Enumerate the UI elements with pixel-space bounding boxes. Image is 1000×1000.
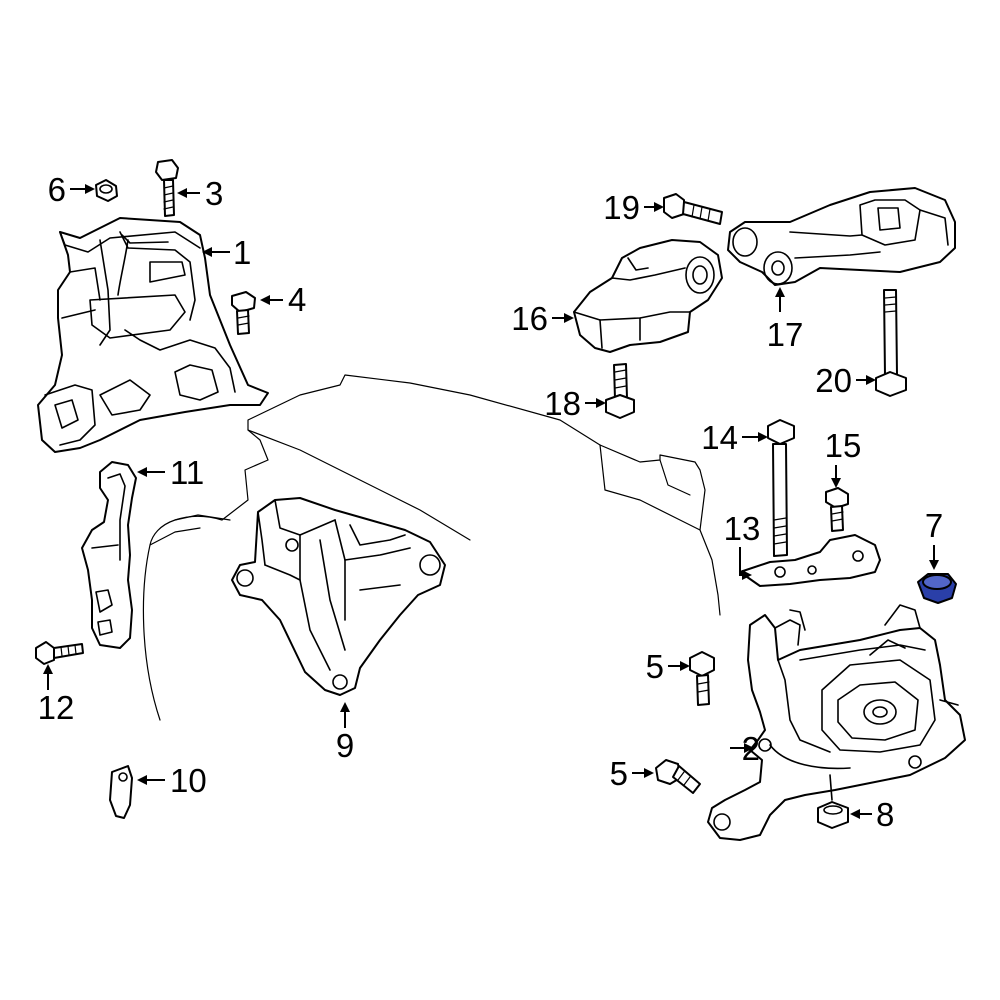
- part-4-bolt[interactable]: [231, 291, 256, 335]
- callout-14: 14: [701, 419, 738, 456]
- callout-15: 15: [825, 427, 862, 464]
- callout-10: 10: [170, 762, 207, 799]
- callout-8: 8: [876, 796, 894, 833]
- callout-5-lower: 5: [610, 755, 628, 792]
- part-7-nut-highlighted[interactable]: [917, 573, 957, 604]
- callout-19: 19: [603, 189, 640, 226]
- part-11-bracket[interactable]: [81, 461, 137, 649]
- callout-1: 1: [233, 234, 251, 271]
- callout-4: 4: [288, 281, 306, 318]
- engine-outline: [142, 374, 721, 721]
- part-13-plate[interactable]: [739, 534, 881, 587]
- part-5-bolt-lower[interactable]: [655, 759, 701, 794]
- part-8-nut[interactable]: [817, 801, 849, 829]
- callout-16: 16: [511, 300, 548, 337]
- callout-13: 13: [724, 510, 761, 547]
- callout-17: 17: [767, 316, 804, 353]
- callout-9: 9: [336, 727, 354, 764]
- part-15-bolt[interactable]: [825, 487, 849, 532]
- part-3-bolt[interactable]: [155, 159, 179, 217]
- part-18-bolt[interactable]: [605, 363, 635, 419]
- part-20-bolt[interactable]: [875, 289, 907, 397]
- callout-labels: 1 2 3 4 5 5 6 7 8 9 10 11 12 13 14 15 16…: [38, 171, 944, 833]
- callout-arrows: [43, 184, 939, 819]
- callout-11: 11: [170, 454, 204, 491]
- part-1-engine-mount[interactable]: [37, 217, 269, 453]
- part-19-bolt[interactable]: [663, 193, 723, 225]
- part-9-bracket[interactable]: [231, 497, 446, 696]
- callout-3: 3: [205, 175, 223, 212]
- callout-12: 12: [38, 689, 75, 726]
- callout-5-upper: 5: [646, 648, 664, 685]
- callout-6: 6: [48, 171, 66, 208]
- part-12-bolt[interactable]: [35, 641, 84, 665]
- part-14-bolt[interactable]: [767, 419, 795, 557]
- part-17-torque-rod[interactable]: [727, 187, 956, 286]
- callout-20: 20: [815, 362, 852, 399]
- callout-2: 2: [742, 730, 760, 767]
- part-5-bolt-upper[interactable]: [689, 651, 715, 706]
- callout-18: 18: [544, 385, 581, 422]
- callout-7: 7: [925, 507, 943, 544]
- part-6-nut[interactable]: [95, 179, 118, 202]
- part-10-clip[interactable]: [109, 765, 133, 819]
- part-16-mount[interactable]: [573, 239, 723, 353]
